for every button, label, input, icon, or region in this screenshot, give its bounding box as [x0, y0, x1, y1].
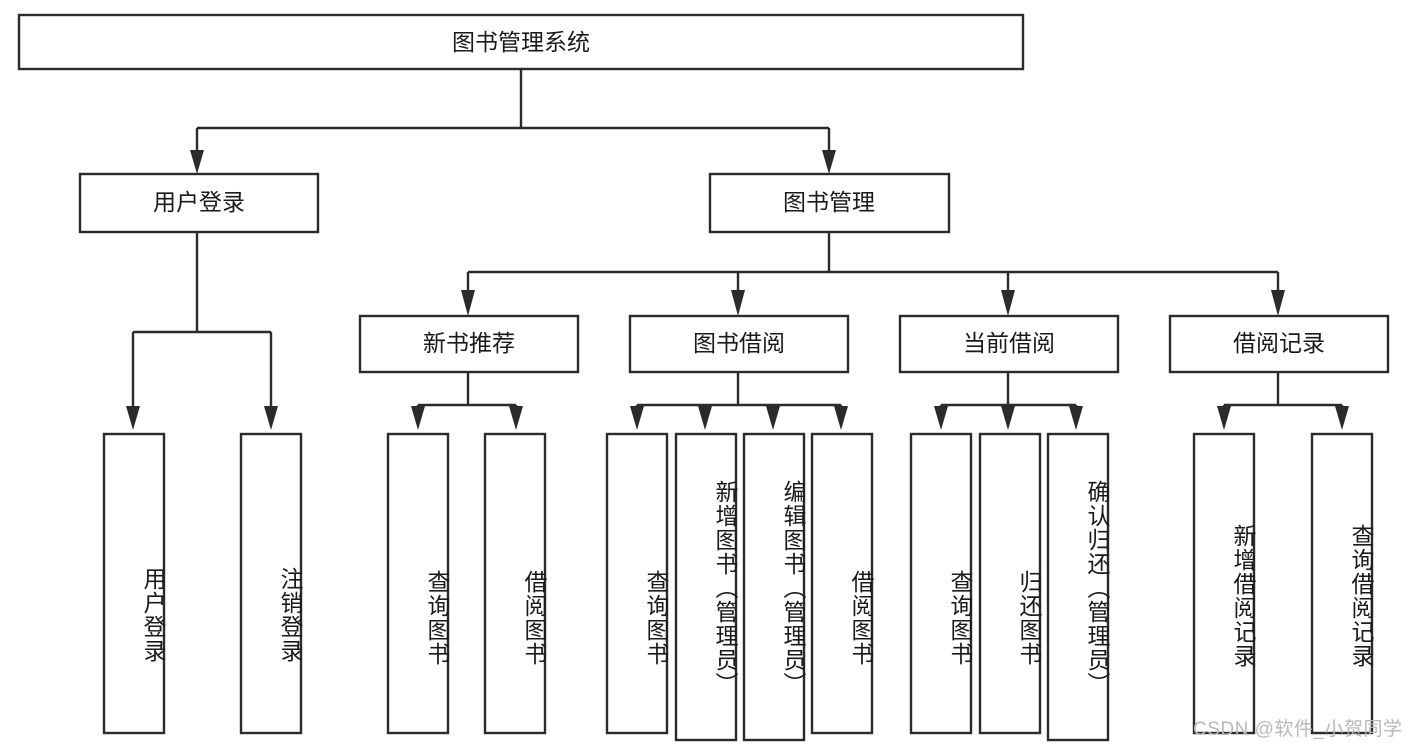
- arrowhead-book-borrow: [731, 290, 745, 316]
- leaf-box-query-book-c[interactable]: [909, 432, 973, 735]
- node-book-borrow[interactable]: 图书借阅: [628, 314, 850, 374]
- leaf-box-return-book[interactable]: [978, 432, 1042, 735]
- connector-group-book-manage: [461, 232, 1285, 316]
- arrowhead-user-login: [190, 150, 204, 174]
- node-user-login-label: 用户登录: [153, 189, 245, 215]
- connector-group-root: [190, 69, 836, 174]
- node-book-manage-box[interactable]: [708, 172, 951, 234]
- arrowhead-leaf-logout: [264, 406, 278, 430]
- node-user-login[interactable]: 用户登录: [78, 172, 320, 234]
- leaf-boxes-group: [102, 432, 1374, 742]
- connector-group-new-book-rec: [411, 372, 523, 430]
- node-user-login-box[interactable]: [78, 172, 320, 234]
- leaf-box-user-login[interactable]: [102, 432, 166, 735]
- leaf-box-confirm-return[interactable]: [1046, 432, 1110, 742]
- arrowhead-leaf-edit-book: [766, 406, 780, 430]
- arrowhead-leaf-confirm-return: [1069, 406, 1083, 430]
- arrowhead-leaf-add-book: [698, 406, 712, 430]
- arrowhead-current-borrow: [1001, 290, 1015, 316]
- arrowhead-leaf-query-record: [1335, 406, 1349, 430]
- leaf-box-borrow-book-b[interactable]: [810, 432, 874, 735]
- node-borrow-record-label: 借阅记录: [1233, 330, 1325, 356]
- node-book-borrow-box[interactable]: [628, 314, 850, 374]
- node-current-borrow-label: 当前借阅: [963, 330, 1055, 356]
- leaf-box-query-book-a[interactable]: [386, 432, 450, 735]
- leaf-box-query-book-b[interactable]: [605, 432, 669, 735]
- node-book-manage[interactable]: 图书管理: [708, 172, 951, 234]
- arrowhead-leaf-borrow-book-a: [509, 406, 523, 430]
- leaf-box-logout[interactable]: [239, 432, 303, 735]
- leaf-box-add-record[interactable]: [1192, 432, 1256, 735]
- node-root-label: 图书管理系统: [452, 29, 590, 55]
- arrowhead-borrow-record: [1271, 290, 1285, 316]
- csdn-watermark: CSDN @软件_小贺同学: [1193, 719, 1403, 740]
- arrowhead-leaf-query-book-c: [934, 406, 948, 430]
- node-root[interactable]: 图书管理系统: [17, 13, 1025, 71]
- node-new-book-rec-box[interactable]: [358, 314, 580, 374]
- connector-group-borrow-record: [1217, 372, 1349, 430]
- connector-group-book-borrow: [630, 372, 848, 430]
- node-root-box[interactable]: [17, 13, 1025, 71]
- node-current-borrow[interactable]: 当前借阅: [898, 314, 1120, 374]
- node-book-manage-label: 图书管理: [783, 189, 875, 215]
- arrowhead-leaf-query-book-a: [411, 406, 425, 430]
- node-new-book-rec[interactable]: 新书推荐: [358, 314, 580, 374]
- leaf-box-add-book[interactable]: [674, 432, 738, 742]
- arrowhead-leaf-query-book-b: [630, 406, 644, 430]
- node-book-borrow-label: 图书借阅: [693, 330, 785, 356]
- node-borrow-record[interactable]: 借阅记录: [1168, 314, 1390, 374]
- arrowhead-new-book-rec: [461, 290, 475, 316]
- arrowhead-leaf-return-book: [1001, 406, 1015, 430]
- connector-group-user-login: [126, 232, 278, 430]
- node-current-borrow-box[interactable]: [898, 314, 1120, 374]
- arrowhead-leaf-add-record: [1217, 406, 1231, 430]
- arrowhead-book-manage: [822, 150, 836, 174]
- leaf-box-edit-book[interactable]: [742, 432, 806, 742]
- node-borrow-record-box[interactable]: [1168, 314, 1390, 374]
- arrowhead-leaf-borrow-book-b: [834, 406, 848, 430]
- connector-group-current-borrow: [934, 372, 1083, 430]
- leaf-box-query-record[interactable]: [1310, 432, 1374, 735]
- arrowhead-leaf-user-login: [126, 406, 140, 430]
- node-new-book-rec-label: 新书推荐: [423, 330, 515, 356]
- leaf-box-borrow-book-a[interactable]: [483, 432, 547, 735]
